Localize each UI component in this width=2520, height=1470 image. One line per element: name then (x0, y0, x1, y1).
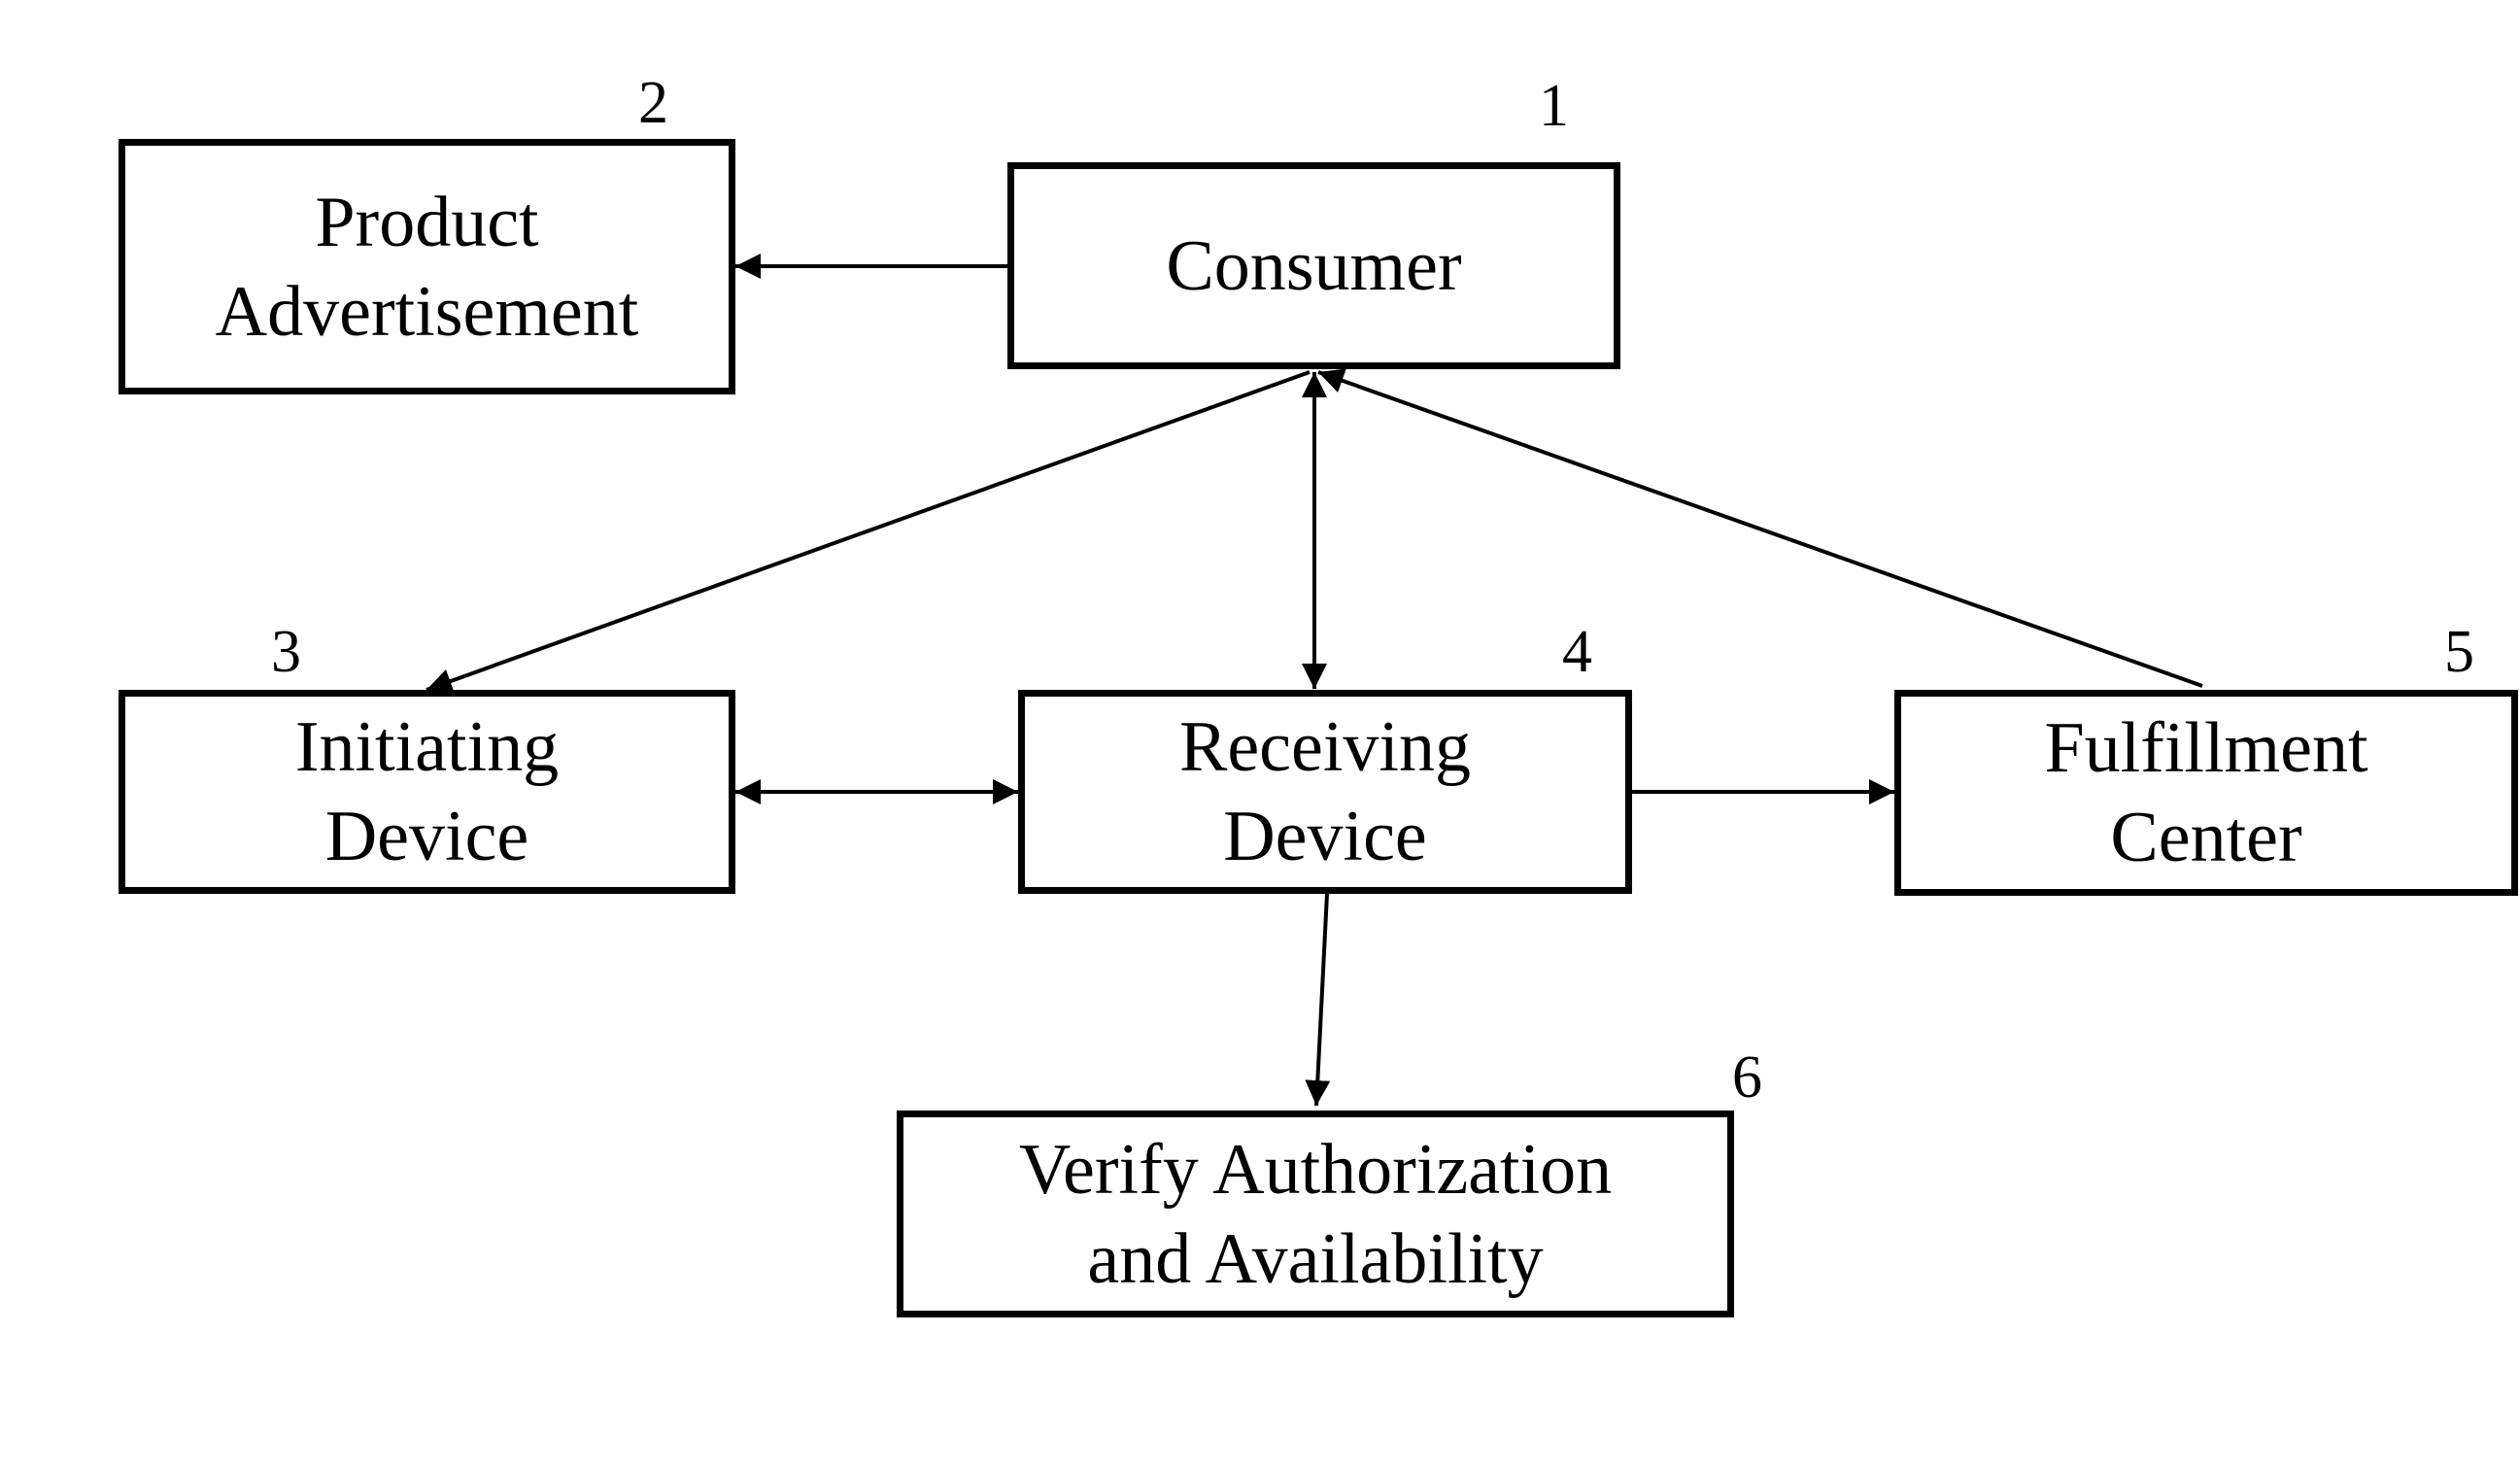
initiating-device-label-line-1: Initiating (295, 702, 559, 792)
verify-label-line-2: and Availability (1019, 1214, 1612, 1304)
verify-authorization-availability-box: Verify Authorization and Availability (897, 1111, 1734, 1317)
product-advertisement-label: Product Advertisement (216, 178, 639, 357)
verify-authorization-availability-label: Verify Authorization and Availability (1019, 1125, 1612, 1304)
initiating-device-label-line-2: Device (295, 792, 559, 881)
fulfillment-center-label: Fulfillment Center (2045, 703, 2368, 882)
edge-consumer-to-initiating-device (426, 372, 1310, 690)
verify-reference-number: 6 (1732, 1047, 1762, 1108)
edge-receiving-device-to-verify (1316, 894, 1327, 1106)
receiving-device-label-line-1: Receiving (1179, 702, 1471, 792)
fulfillment-center-reference-number: 5 (2444, 622, 2474, 682)
verify-label-line-1: Verify Authorization (1019, 1125, 1612, 1214)
fulfillment-center-label-line-1: Fulfillment (2045, 703, 2368, 793)
consumer-label: Consumer (1166, 222, 1461, 311)
consumer-label-line: Consumer (1166, 222, 1461, 311)
receiving-device-label-line-2: Device (1179, 792, 1471, 881)
product-advertisement-box: Product Advertisement (119, 139, 735, 394)
receiving-device-box: Receiving Device (1018, 690, 1632, 894)
initiating-device-label: Initiating Device (295, 702, 559, 881)
product-advertisement-label-line-2: Advertisement (216, 267, 639, 357)
product-advertisement-label-line-1: Product (216, 178, 639, 267)
consumer-reference-number: 1 (1539, 76, 1569, 136)
receiving-device-reference-number: 4 (1562, 622, 1592, 682)
fulfillment-center-box: Fulfillment Center (1894, 690, 2518, 896)
product-advertisement-reference-number: 2 (638, 73, 668, 133)
initiating-device-box: Initiating Device (119, 690, 735, 894)
receiving-device-label: Receiving Device (1179, 702, 1471, 881)
edge-fulfillment-center-to-consumer (1318, 372, 2202, 686)
initiating-device-reference-number: 3 (271, 622, 301, 682)
consumer-box: Consumer (1007, 162, 1620, 369)
fulfillment-center-label-line-2: Center (2045, 793, 2368, 882)
